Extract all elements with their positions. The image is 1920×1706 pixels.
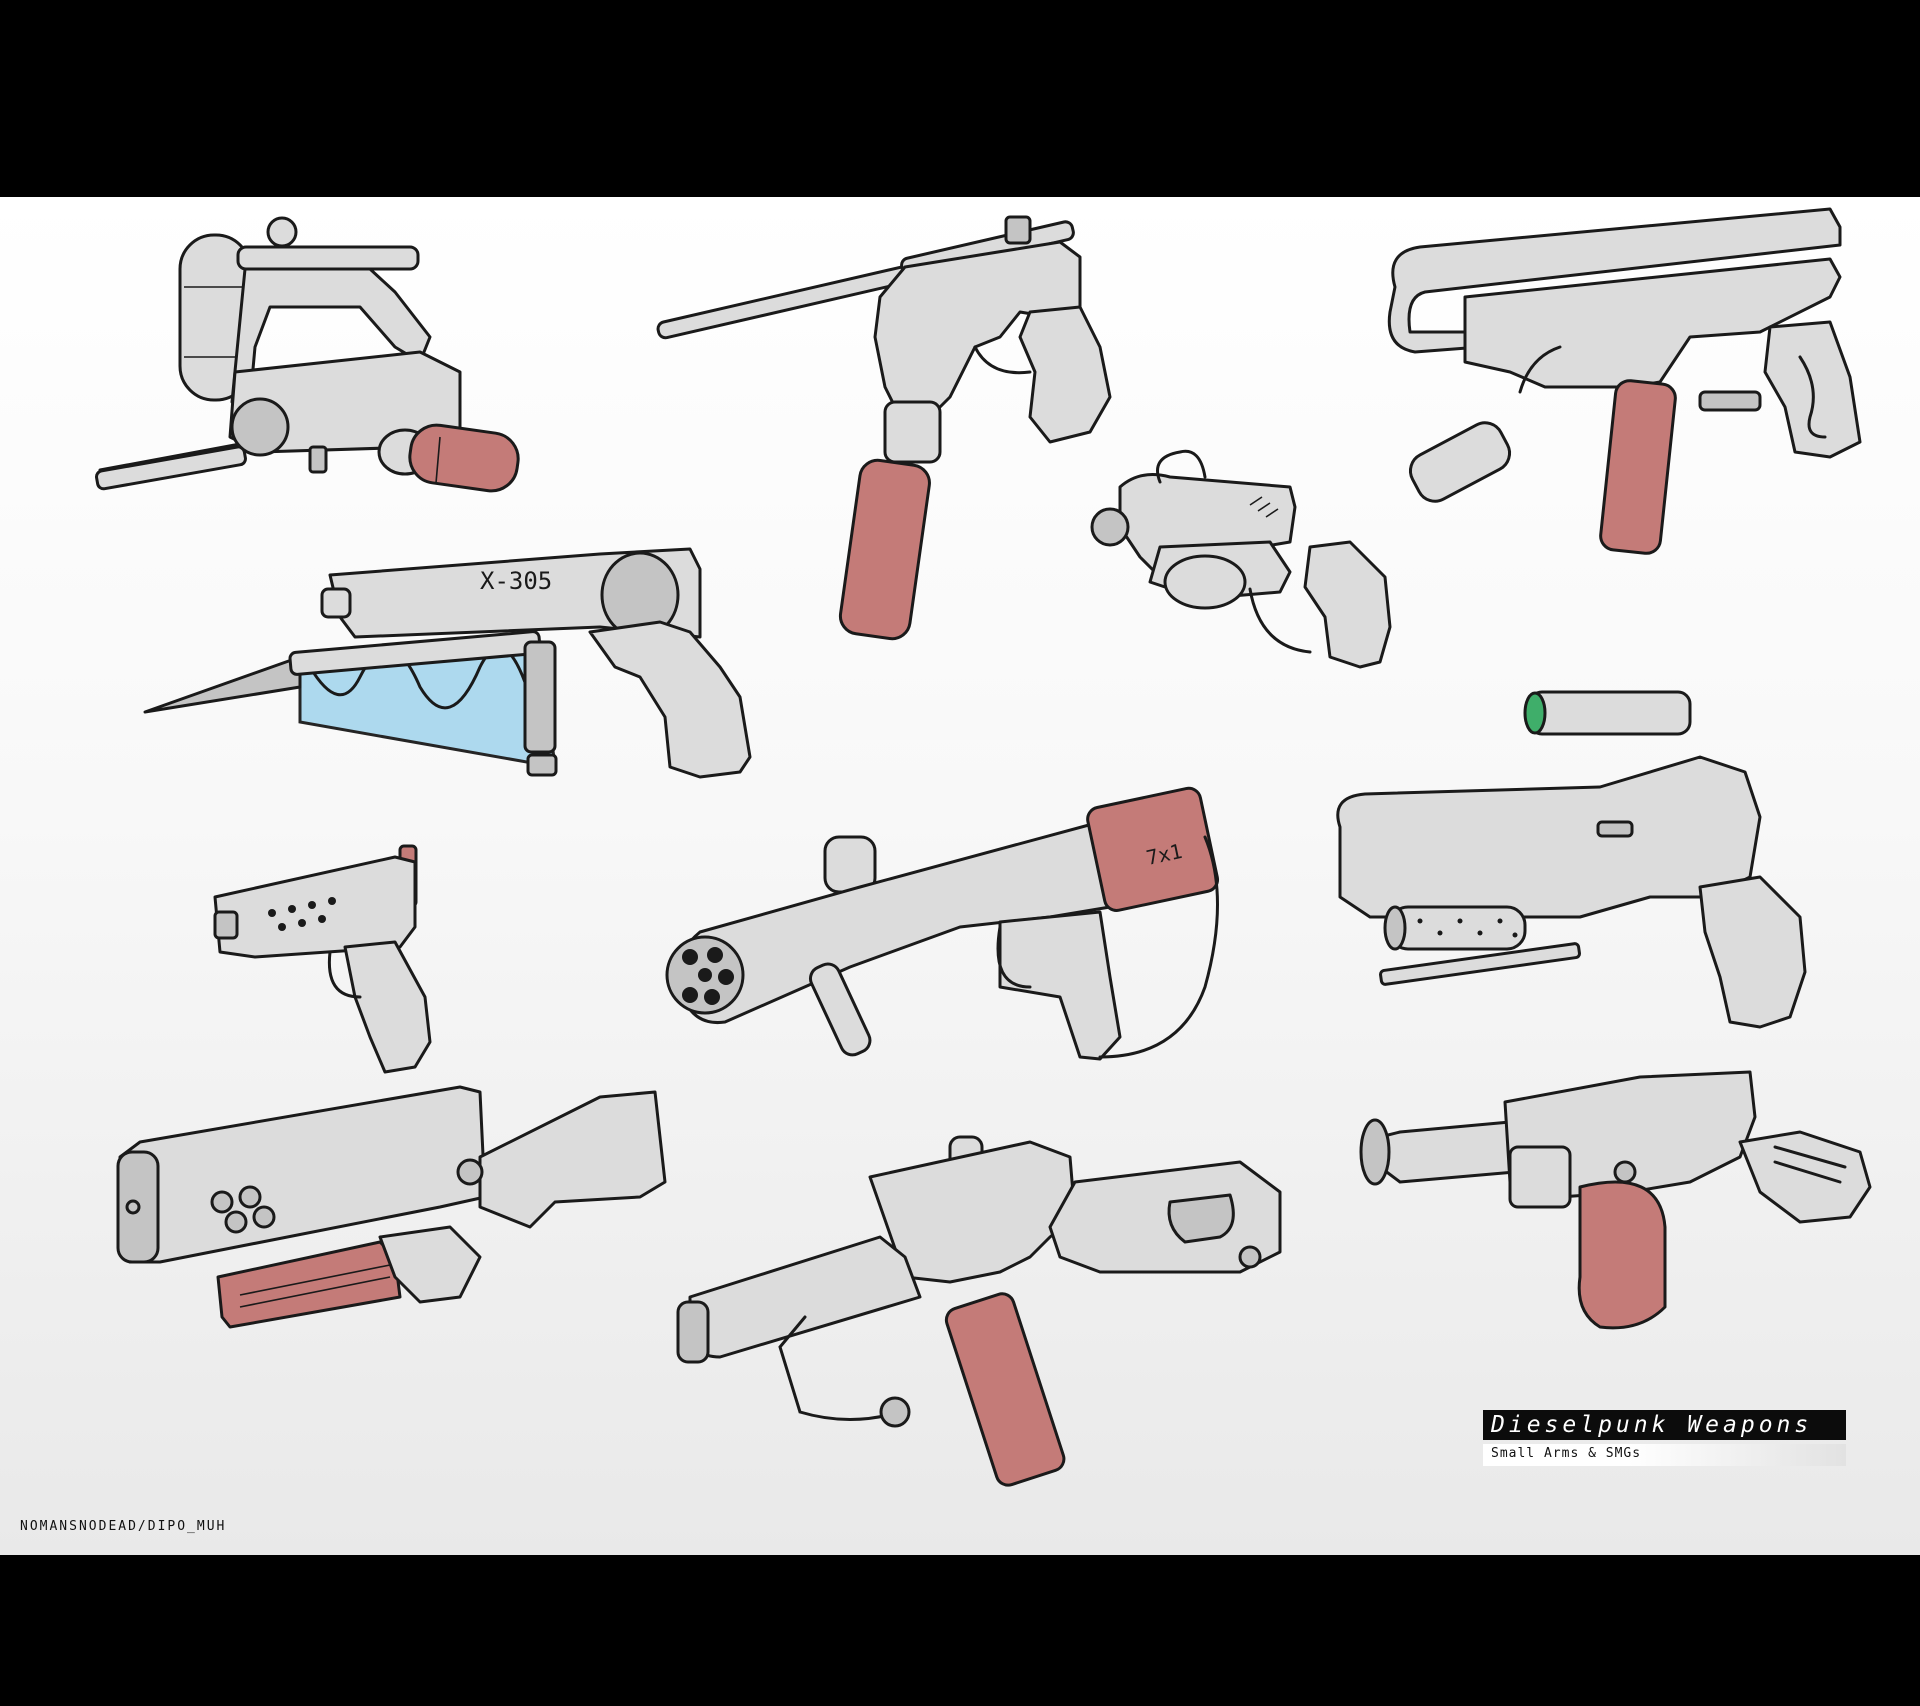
weapon-compact-pistol xyxy=(213,844,432,1074)
weapon-drum-shotgun xyxy=(1359,1070,1872,1330)
concept-sheet: .m { fill: #dcdcdc; stroke: #1a1a1a; str… xyxy=(0,197,1920,1555)
weapon-tank-pistol xyxy=(95,216,520,493)
artist-credit: NOMANSNODEAD/DIPO_MUH xyxy=(20,1519,227,1534)
title-block: Dieselpunk Weapons Small Arms & SMGs xyxy=(1483,1410,1846,1472)
subtitle-bar: Small Arms & SMGs xyxy=(1483,1444,1846,1466)
title-bar: Dieselpunk Weapons xyxy=(1483,1410,1846,1440)
weapon-grenade-launcher: 7x1 xyxy=(665,786,1220,1061)
sheet-title: Dieselpunk Weapons xyxy=(1491,1412,1813,1438)
weapon-box-rifle xyxy=(116,1085,667,1329)
weapon-blade-revolver: X-305 xyxy=(143,547,752,779)
weapon-scoped-carbine xyxy=(1336,690,1807,1029)
revolver-marking: X-305 xyxy=(480,567,552,595)
weapons-illustration: .m { fill: #dcdcdc; stroke: #1a1a1a; str… xyxy=(95,207,1872,1487)
weapon-skeleton-smg xyxy=(676,1135,1282,1487)
weapon-long-barrel-smg xyxy=(656,215,1112,641)
sheet-subtitle: Small Arms & SMGs xyxy=(1491,1446,1642,1461)
weapon-loop-smg xyxy=(1387,207,1862,555)
weapon-ray-gun xyxy=(1090,449,1392,669)
